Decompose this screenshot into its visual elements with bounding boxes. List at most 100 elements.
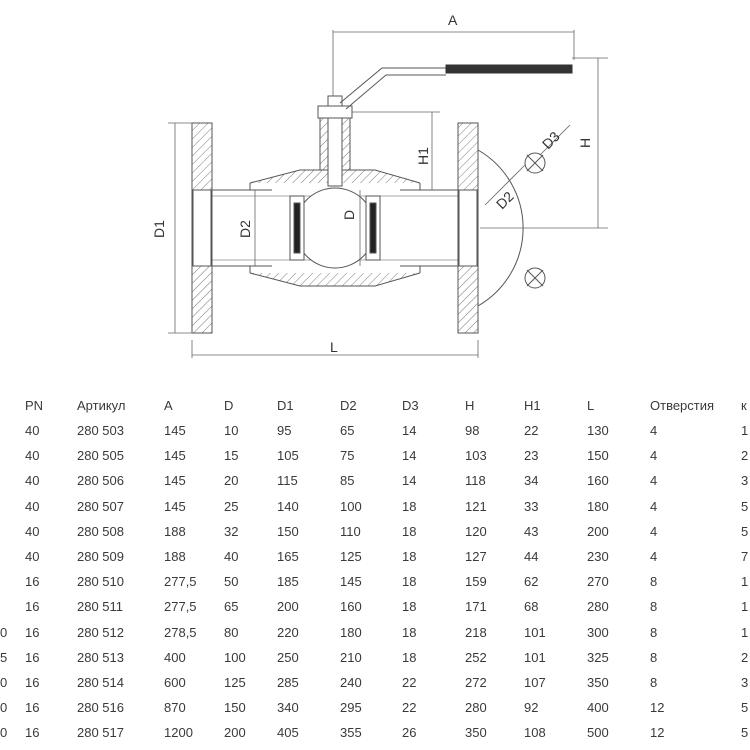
- column-header-article: Артикул: [77, 398, 126, 413]
- cell-article: 280 517: [77, 725, 124, 741]
- cell-d: 150: [224, 700, 246, 716]
- cell-l: 400: [587, 700, 609, 716]
- cell-h1: 107: [524, 675, 546, 690]
- cell-h: 280: [465, 700, 487, 716]
- cell-d: 80: [224, 624, 239, 640]
- cell-holes: 8: [650, 624, 658, 640]
- cell-d3: 18: [402, 549, 417, 564]
- dim-label-h1: H1: [415, 147, 431, 165]
- cell-d: 25: [224, 498, 239, 514]
- column-header-d1: D1: [277, 398, 294, 413]
- cell-a: 145: [164, 473, 186, 489]
- valve-technical-drawing: A H H1 D1 D2 D D2 D3 L: [151, 12, 608, 358]
- cell-d: 200: [224, 725, 246, 741]
- cell-h: 118: [465, 473, 486, 489]
- cell-pn: 40: [25, 448, 40, 464]
- cell-mass: 7: [741, 549, 749, 564]
- cell-pn: 40: [25, 498, 40, 514]
- cell-d3: 18: [402, 498, 417, 514]
- cell-d3: 18: [402, 649, 417, 665]
- cell-dn: 0: [0, 725, 8, 741]
- dim-label-d3: D3: [539, 128, 563, 152]
- cell-h1: 43: [524, 523, 539, 539]
- cell-d1: 200: [277, 599, 299, 615]
- right-flange: [457, 122, 479, 334]
- column-header-h1: H1: [524, 398, 541, 413]
- cell-pn: 16: [25, 649, 40, 665]
- pipe-body: [211, 169, 459, 287]
- cell-d2: 295: [340, 700, 362, 716]
- cell-pn: 16: [25, 675, 40, 690]
- column-header-h: H: [465, 398, 475, 413]
- cell-d3: 18: [402, 574, 417, 590]
- cell-mass: 2: [741, 649, 749, 665]
- cell-d2: 210: [340, 649, 362, 665]
- cell-dn: 0: [0, 624, 8, 640]
- cell-d: 65: [224, 599, 239, 615]
- cell-holes: 4: [650, 473, 658, 489]
- cell-d2: 160: [340, 599, 362, 615]
- cell-l: 180: [587, 498, 609, 514]
- cell-holes: 8: [650, 574, 658, 590]
- cell-article: 280 503: [77, 423, 124, 438]
- cell-a: 188: [164, 549, 186, 564]
- cell-a: 1200: [164, 725, 193, 741]
- cell-h: 159: [465, 574, 487, 590]
- cell-l: 500: [587, 725, 609, 741]
- handle-lever: [339, 64, 573, 110]
- cell-d3: 18: [402, 523, 417, 539]
- column-header-d3: D3: [402, 398, 419, 413]
- cell-d3: 26: [402, 725, 417, 741]
- dim-label-d: D: [341, 210, 357, 220]
- cell-article: 280 507: [77, 498, 124, 514]
- cell-l: 325: [587, 649, 609, 665]
- cell-d: 125: [224, 675, 246, 690]
- cell-d2: 355: [340, 725, 362, 741]
- cell-d1: 165: [277, 549, 299, 564]
- cell-d2: 85: [340, 473, 355, 489]
- column-header-l: L: [587, 398, 595, 413]
- cell-h: 121: [465, 498, 487, 514]
- cell-h: 272: [465, 675, 487, 690]
- cell-h: 120: [465, 523, 487, 539]
- cell-l: 300: [587, 624, 609, 640]
- column-header-d: D: [224, 398, 234, 413]
- column-header-a: A: [164, 398, 173, 413]
- cell-h: 98: [465, 423, 480, 438]
- cell-d3: 14: [402, 448, 417, 464]
- dim-label-d2-right: D2: [493, 188, 517, 212]
- cell-a: 277,5: [164, 574, 197, 590]
- dim-label-d1: D1: [151, 220, 167, 238]
- cell-h1: 101: [524, 649, 546, 665]
- cell-d: 100: [224, 649, 246, 665]
- cell-l: 160: [587, 473, 609, 489]
- cell-a: 400: [164, 649, 186, 665]
- cell-d1: 115: [277, 473, 298, 489]
- cell-d1: 220: [277, 624, 299, 640]
- cell-article: 280 506: [77, 473, 124, 489]
- cell-pn: 16: [25, 700, 40, 716]
- dim-label-h: H: [577, 138, 593, 148]
- cell-pn: 40: [25, 549, 40, 564]
- cell-mass: 1: [741, 624, 749, 640]
- column-header-mass: к: [741, 398, 747, 413]
- cell-d1: 185: [277, 574, 299, 590]
- cell-a: 188: [164, 523, 186, 539]
- cell-dn: 5: [0, 649, 8, 665]
- cell-d2: 180: [340, 624, 362, 640]
- cell-d: 20: [224, 473, 239, 489]
- cell-d3: 18: [402, 599, 417, 615]
- cell-d: 32: [224, 523, 239, 539]
- cell-l: 270: [587, 574, 609, 590]
- cell-h: 127: [465, 549, 487, 564]
- cell-mass: 1: [741, 599, 749, 615]
- cell-h1: 68: [524, 599, 539, 615]
- column-header-pn: PN: [25, 398, 44, 413]
